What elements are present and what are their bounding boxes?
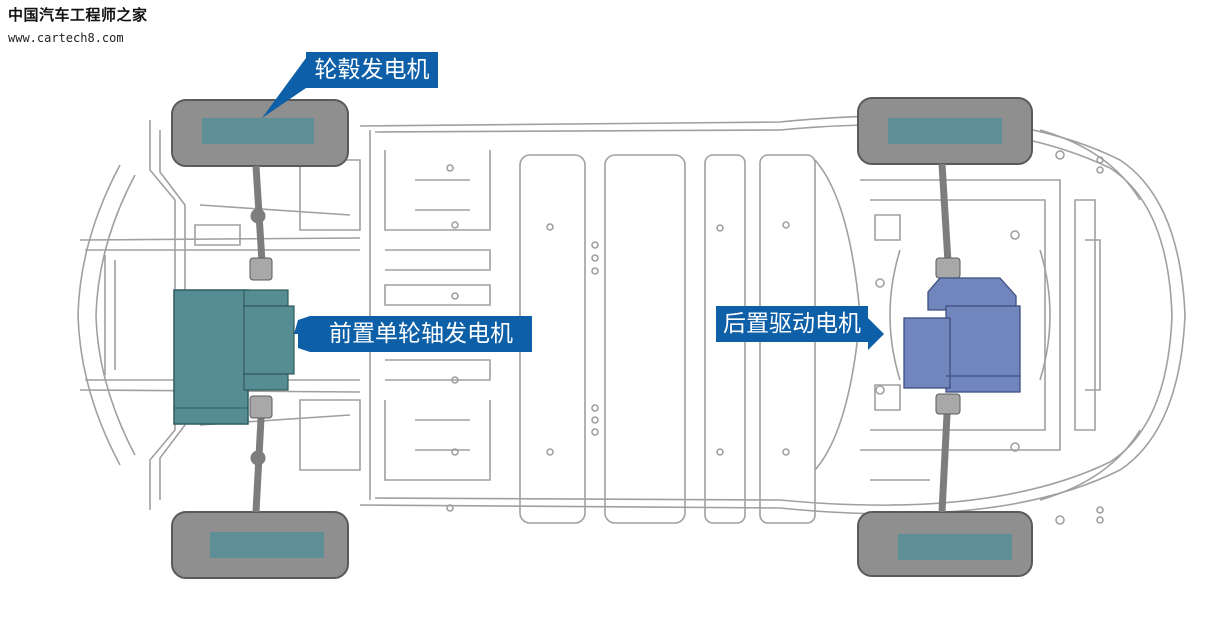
rear-drive-shaft <box>935 163 961 513</box>
tire-rear-left <box>857 97 1033 165</box>
tire-rear-right <box>857 511 1033 577</box>
hub-motor-rear-right <box>898 534 1012 560</box>
hub-motor-front-right <box>210 532 324 558</box>
front-drive-shaft <box>249 165 273 513</box>
hub-motor-front-left <box>202 118 314 144</box>
watermark-url: www.cartech8.com <box>8 31 124 45</box>
label-rear-drive-motor: 后置驱动电机 <box>716 306 868 342</box>
front-motor <box>173 289 295 425</box>
tire-front-left <box>171 99 349 167</box>
callout-tail-hub <box>262 58 306 118</box>
hub-motor-rear-left <box>888 118 1002 144</box>
watermark-title: 中国汽车工程师之家 <box>8 6 148 24</box>
label-hub-motor: 轮毂发电机 <box>306 52 438 88</box>
rear-motor <box>903 277 1021 393</box>
label-front-single-axle-motor: 前置单轮轴发电机 <box>310 316 532 352</box>
callout-tails <box>262 58 884 352</box>
tire-front-right <box>171 511 349 579</box>
